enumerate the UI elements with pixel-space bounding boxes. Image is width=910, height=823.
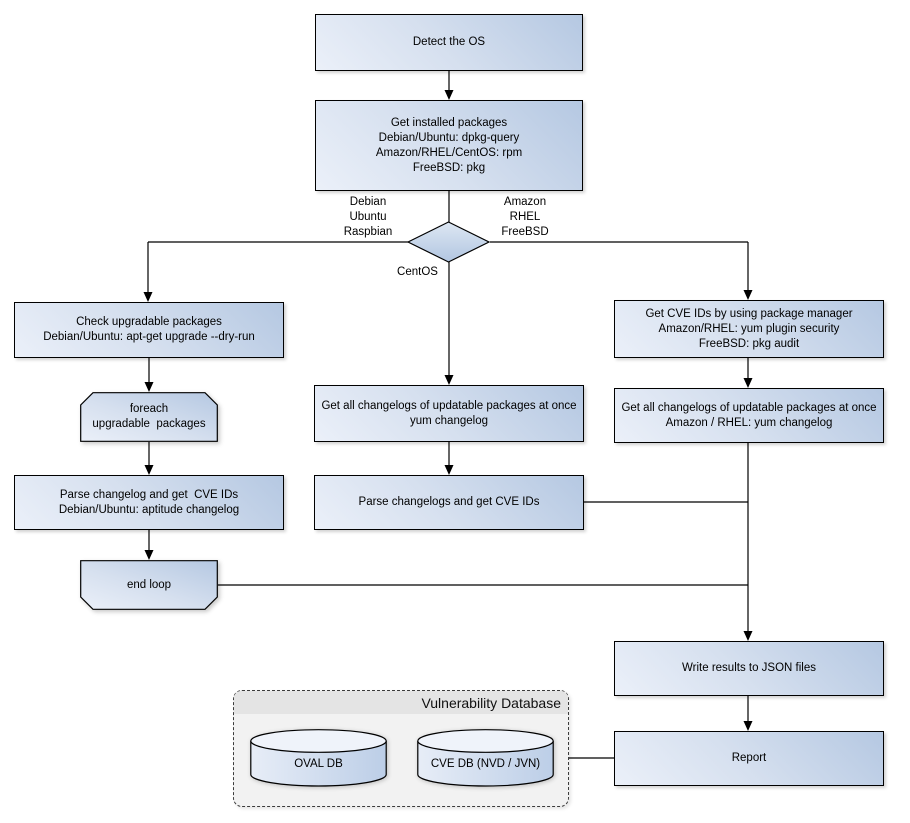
node-end-loop-label: end loop [126, 578, 172, 591]
node-detect-os-label: Detect the OS [412, 36, 486, 48]
node-report-label: Report [731, 752, 767, 764]
node-end-loop: end loop [80, 560, 218, 610]
arrowhead [743, 721, 753, 731]
group-header: Vulnerability Database [234, 691, 568, 714]
arrowhead [144, 465, 154, 475]
arrowhead [444, 90, 454, 100]
node-get-cve-ids-package-manager: Get CVE IDs by using package manager Ama… [614, 300, 884, 358]
node-get-changelogs-amazon: Get all changelogs of updatable packages… [614, 388, 884, 443]
group-title: Vulnerability Database [421, 694, 561, 711]
branch-label-centos: CentOS [397, 266, 438, 278]
node-get-cve-ids-package-manager-label: Get CVE IDs by using package manager Ama… [645, 307, 853, 350]
node-foreach-loop: foreach upgradable packages [80, 392, 218, 442]
loop-end-shape [80, 560, 218, 610]
cylinder-cve-db: CVE DB (NVD / JVN) [417, 729, 554, 787]
node-parse-changelog-debian: Parse changelog and get CVE IDs Debian/U… [14, 475, 284, 530]
node-foreach-loop-label: foreach upgradable packages [92, 403, 206, 430]
cylinder-cve-db-label: CVE DB (NVD / JVN) [430, 758, 541, 770]
arrowhead [143, 292, 153, 302]
node-write-results-json-label: Write results to JSON files [682, 662, 816, 674]
node-write-results-json: Write results to JSON files [614, 641, 884, 696]
node-parse-changelogs-centos: Parse changelogs and get CVE IDs [314, 475, 584, 530]
node-report: Report [614, 731, 884, 786]
database-cylinder-icon [250, 729, 387, 787]
arrowhead [144, 382, 154, 392]
node-get-installed-packages: Get installed packages Debian/Ubuntu: dp… [315, 100, 583, 191]
arrowhead [743, 378, 753, 388]
node-get-changelogs-centos-label: Get all changelogs of updatable packages… [321, 399, 577, 427]
node-check-upgradable-packages-label: Check upgradable packages Debian/Ubuntu:… [43, 316, 255, 343]
node-parse-changelog-debian-label: Parse changelog and get CVE IDs Debian/U… [58, 488, 240, 516]
cylinder-oval-db-label: OVAL DB [294, 758, 343, 770]
loop-start-shape [80, 392, 218, 442]
cylinder-oval-db: OVAL DB [250, 729, 387, 787]
arrowhead [743, 631, 753, 641]
database-cylinder-icon [417, 729, 554, 787]
arrowhead [743, 290, 753, 300]
node-get-changelogs-centos: Get all changelogs of updatable packages… [314, 385, 584, 442]
node-check-upgradable-packages: Check upgradable packages Debian/Ubuntu:… [14, 302, 284, 358]
branch-label-debian: Debian Ubuntu Raspbian [343, 196, 393, 238]
decision-diamond [406, 221, 491, 263]
arrowhead [444, 465, 454, 475]
node-get-changelogs-amazon-label: Get all changelogs of updatable packages… [621, 401, 877, 429]
node-parse-changelogs-centos-label: Parse changelogs and get CVE IDs [358, 496, 540, 508]
node-detect-os: Detect the OS [315, 14, 583, 71]
arrowhead [444, 375, 454, 385]
arrowhead [144, 550, 154, 560]
branch-label-amazon: Amazon RHEL FreeBSD [501, 196, 549, 238]
node-get-installed-packages-label: Get installed packages Debian/Ubuntu: dp… [375, 116, 523, 174]
